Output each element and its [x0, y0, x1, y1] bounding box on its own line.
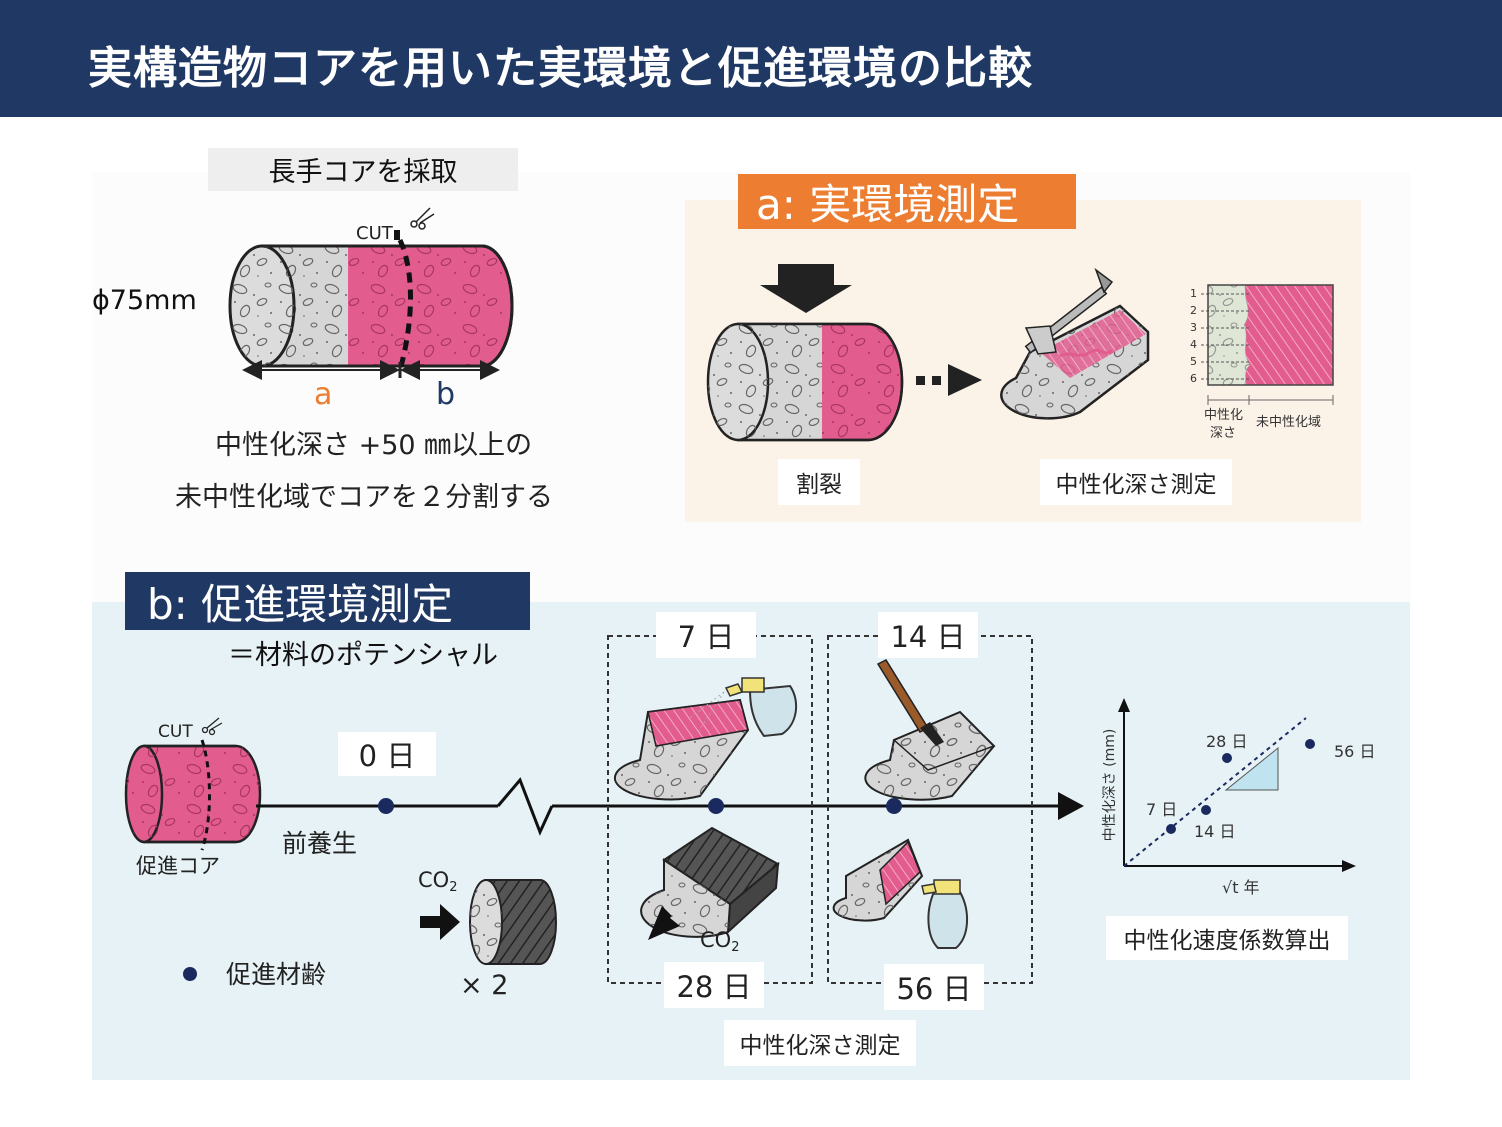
accelerated-core-illustration	[124, 717, 262, 851]
carbonation-graph	[1118, 698, 1356, 872]
depth-profile-diagram	[1201, 284, 1334, 405]
split-label: 割裂	[778, 459, 860, 505]
precure-label: 前養生	[282, 829, 358, 858]
depth-tick-1: 1	[1190, 287, 1197, 300]
panel-a-measure-label: 中性化深さ測定	[1040, 459, 1232, 505]
graph-point-label-28: 28 日	[1206, 732, 1248, 751]
graph-point-28	[1222, 753, 1232, 763]
uncarbonated-label: 未中性化域	[1256, 415, 1322, 430]
part-b-label: b	[436, 377, 456, 412]
cut-label: CUT	[356, 223, 393, 244]
long-core-illustration	[228, 207, 514, 380]
day-56-label: 56 日	[884, 964, 984, 1010]
co2-text: CO	[418, 868, 450, 892]
dotted-arrow	[916, 364, 982, 396]
core-caption: 長手コアを採取	[208, 148, 518, 191]
accelerated-core-label: 促進コア	[136, 854, 220, 878]
carbonated-depth-label-2: 深さ	[1210, 426, 1237, 441]
day-0-label: 0 日	[338, 732, 436, 776]
timeline-dot-0	[378, 798, 394, 814]
legend-dot	[183, 967, 197, 981]
depth-tick-2: 2	[1190, 304, 1197, 317]
legend-label: 促進材齢	[226, 960, 327, 989]
co2-text: CO	[700, 928, 732, 952]
panel-b-cut-label: CUT	[158, 722, 193, 742]
panel-b-tag: b: 促進環境測定	[125, 572, 530, 630]
graph-ylabel: 中性化深さ (mm)	[1102, 728, 1118, 842]
carbonation-chamber-28-illustration	[640, 826, 780, 940]
panel-b-measure-label: 中性化深さ測定	[724, 1020, 916, 1066]
day-7-label: 7 日	[656, 612, 756, 658]
graph-point-label-14: 14 日	[1194, 822, 1236, 841]
co2-subscript: 2	[449, 880, 458, 895]
depth-tick-6: 6	[1190, 372, 1197, 385]
timeline	[256, 777, 1084, 836]
scissors-icon	[410, 207, 435, 230]
panel-b-subtitle: ＝材料のポテンシャル	[228, 640, 498, 671]
spray-test-7-illustration	[613, 677, 798, 801]
depth-tick-3: 3	[1190, 321, 1197, 334]
day-14-label: 14 日	[878, 612, 978, 658]
co2-label-block: CO2	[700, 928, 740, 955]
panel-a-split-core	[706, 264, 904, 442]
day-28-label: 28 日	[664, 962, 764, 1008]
page-title: 実構造物コアを用いた実環境と促進環境の比較	[88, 43, 1033, 94]
part-a-label: a	[314, 377, 333, 412]
graph-point-14	[1201, 805, 1211, 815]
co2-exposure-illustration	[420, 879, 557, 965]
graph-xlabel: √t 年	[1222, 878, 1260, 897]
rate-coefficient-label: 中性化速度係数算出	[1106, 916, 1348, 960]
graph-point-label-7: 7 日	[1146, 800, 1178, 819]
diameter-label: ϕ75mm	[92, 285, 197, 316]
chisel-split-14-illustration	[864, 659, 996, 801]
times-two-label: × 2	[460, 970, 509, 1001]
scissors-icon-small	[201, 717, 223, 736]
graph-point-label-56: 56 日	[1334, 742, 1376, 761]
depth-tick-5: 5	[1190, 355, 1197, 368]
timeline-dot-7	[708, 798, 724, 814]
carbonated-depth-label-1: 中性化	[1204, 408, 1244, 423]
split-note-line2: 未中性化域でコアを２分割する	[175, 482, 553, 513]
spray-test-56-illustration	[832, 838, 969, 949]
graph-point-7	[1166, 824, 1176, 834]
depth-tick-4: 4	[1190, 338, 1197, 351]
header-bar: 実構造物コアを用いた実環境と促進環境の比較	[0, 0, 1502, 117]
graph-point-56	[1305, 739, 1315, 749]
co2-subscript: 2	[731, 940, 740, 955]
split-note-line1: 中性化深さ +50 ㎜以上の	[215, 430, 533, 461]
co2-label-left: CO2	[418, 868, 458, 895]
timeline-dot-14	[886, 798, 902, 814]
panel-a-tag: a: 実環境測定	[738, 174, 1076, 229]
caliper-measurement-illustration	[1000, 267, 1150, 420]
